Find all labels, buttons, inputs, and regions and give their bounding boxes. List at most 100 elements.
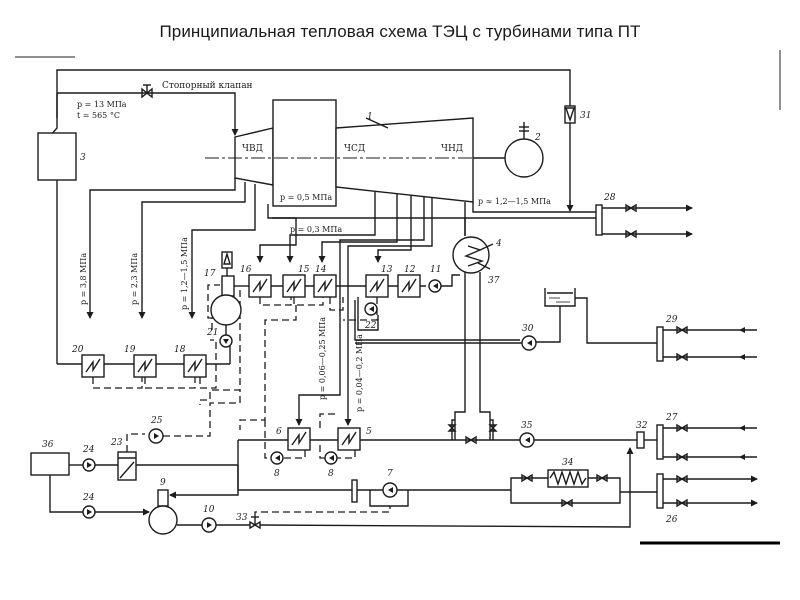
heater-19: 19	[124, 345, 157, 378]
network-heaters: 6 5 8 8	[238, 413, 630, 479]
heater-13: 13	[365, 265, 393, 298]
pressure-23: p = 2,3 МПа	[130, 253, 139, 305]
water-treatment-36: 36	[30, 440, 83, 513]
section-hp: ЧВД	[242, 144, 263, 154]
label-14: 14	[315, 265, 327, 275]
label-19: 19	[124, 345, 136, 355]
hp-heater-row: 20 19 18	[57, 284, 241, 405]
header-29: 29	[656, 315, 757, 362]
label-26: 26	[665, 515, 678, 525]
main-steam-line: Стопорный клапан p = 13 МПа t = 565 °C	[57, 81, 253, 136]
pump-24a: 24	[82, 445, 118, 472]
label-31: 31	[580, 111, 591, 121]
pressure-12-15: p = 1,2—1,5 МПа	[180, 237, 189, 310]
heater-20: 20	[71, 345, 105, 378]
label-20: 20	[71, 345, 84, 355]
label-7: 7	[387, 469, 393, 479]
label-15: 15	[298, 265, 310, 275]
main-steam-temperature: t = 565 °C	[77, 111, 120, 120]
label-10: 10	[203, 505, 215, 515]
label-28: 28	[603, 193, 616, 203]
section-ip: ЧСД	[344, 144, 365, 154]
heater-15: 15	[282, 265, 310, 298]
pump-35: 35	[519, 421, 535, 448]
filter-32	[636, 431, 645, 449]
pressure-05: p = 0,5 МПа	[280, 193, 332, 202]
label-27: 27	[665, 413, 678, 423]
label-29: 29	[665, 315, 678, 325]
boiler-3: 3	[37, 69, 571, 364]
pump-21: 21	[206, 325, 233, 348]
label-5: 5	[366, 427, 372, 437]
label-8a: 8	[274, 469, 280, 479]
label-2: 2	[534, 133, 541, 143]
label-25: 25	[150, 416, 163, 426]
pressure-industrial: p ≈ 1,2—1,5 МПа	[478, 197, 551, 206]
turbine-1: ЧВД ЧСД ЧНД 1	[205, 99, 505, 207]
pump-25: 25	[148, 390, 241, 444]
label-30: 30	[522, 324, 534, 334]
pressure-004-02: p = 0,04—0,2 МПа	[355, 334, 364, 412]
heater-5: 5	[337, 427, 372, 451]
section-lp: ЧНД	[441, 144, 463, 154]
lp-heater-row: 16 15 14 13 12 11	[239, 265, 520, 430]
header-27: 32 27	[630, 413, 757, 462]
pump-8a: 8	[270, 451, 284, 479]
pressure-38: p = 3,8 МПа	[79, 253, 88, 305]
label-8b: 8	[328, 469, 334, 479]
label-6: 6	[276, 427, 282, 437]
label-17: 17	[204, 269, 216, 279]
label-4: 4	[495, 239, 502, 249]
label-22: 22	[364, 321, 377, 331]
pump-30: 30	[355, 324, 537, 351]
header-26: 26	[656, 473, 758, 525]
main-steam-pressure: p = 13 МПа	[77, 100, 127, 109]
label-11: 11	[430, 265, 441, 275]
label-37: 37	[488, 276, 500, 286]
label-35: 35	[521, 421, 533, 431]
heater-14: 14	[313, 265, 337, 298]
label-21: 21	[206, 328, 218, 338]
diagram-title: Принципиальная тепловая схема ТЭЦ с турб…	[159, 22, 641, 41]
boiler-box	[37, 132, 77, 181]
pump-24b: 24	[82, 493, 150, 519]
label-12: 12	[404, 265, 416, 275]
label-24a: 24	[82, 445, 95, 455]
peak-boiler-34: 34	[510, 458, 657, 508]
label-24b: 24	[82, 493, 95, 503]
label-16: 16	[240, 265, 252, 275]
condenser-4: 4 37	[452, 218, 502, 440]
deaerator-17: 17	[204, 251, 248, 326]
generator-2: 2	[504, 122, 544, 178]
label-34: 34	[562, 458, 574, 468]
pressure-006-025: p = 0,06—0,25 МПа	[318, 317, 327, 400]
industrial-steam-line: p ≈ 1,2—1,5 МПа 31	[472, 105, 596, 213]
label-33: 33	[236, 513, 248, 523]
makeup-tank	[536, 288, 657, 344]
pump-11: 11	[428, 265, 442, 293]
cooler-12: 12	[397, 265, 421, 298]
label-13: 13	[381, 265, 393, 275]
label-1: 1	[367, 112, 373, 122]
stop-valve-icon	[141, 84, 153, 99]
pump-8b: 8	[324, 451, 338, 479]
deaerator-9: 9	[148, 465, 239, 535]
label-3: 3	[80, 153, 86, 163]
heater-16: 16	[240, 265, 272, 298]
regulating-valve-33: 33	[236, 447, 634, 530]
pressure-03: p = 0,3 МПа	[290, 225, 342, 234]
check-valve-31: 31	[564, 105, 591, 124]
pump-10: 10	[201, 505, 250, 533]
label-23: 23	[110, 438, 123, 448]
heater-6: 6	[276, 427, 311, 451]
filter-23: 23	[110, 433, 238, 481]
header-28: 28	[595, 193, 693, 239]
label-36: 36	[42, 440, 54, 450]
stop-valve-label: Стопорный клапан	[162, 81, 253, 91]
label-18: 18	[174, 345, 186, 355]
label-32: 32	[636, 421, 648, 431]
pump-22: 22	[364, 302, 378, 331]
flange-7	[351, 479, 358, 503]
label-9: 9	[160, 478, 166, 488]
